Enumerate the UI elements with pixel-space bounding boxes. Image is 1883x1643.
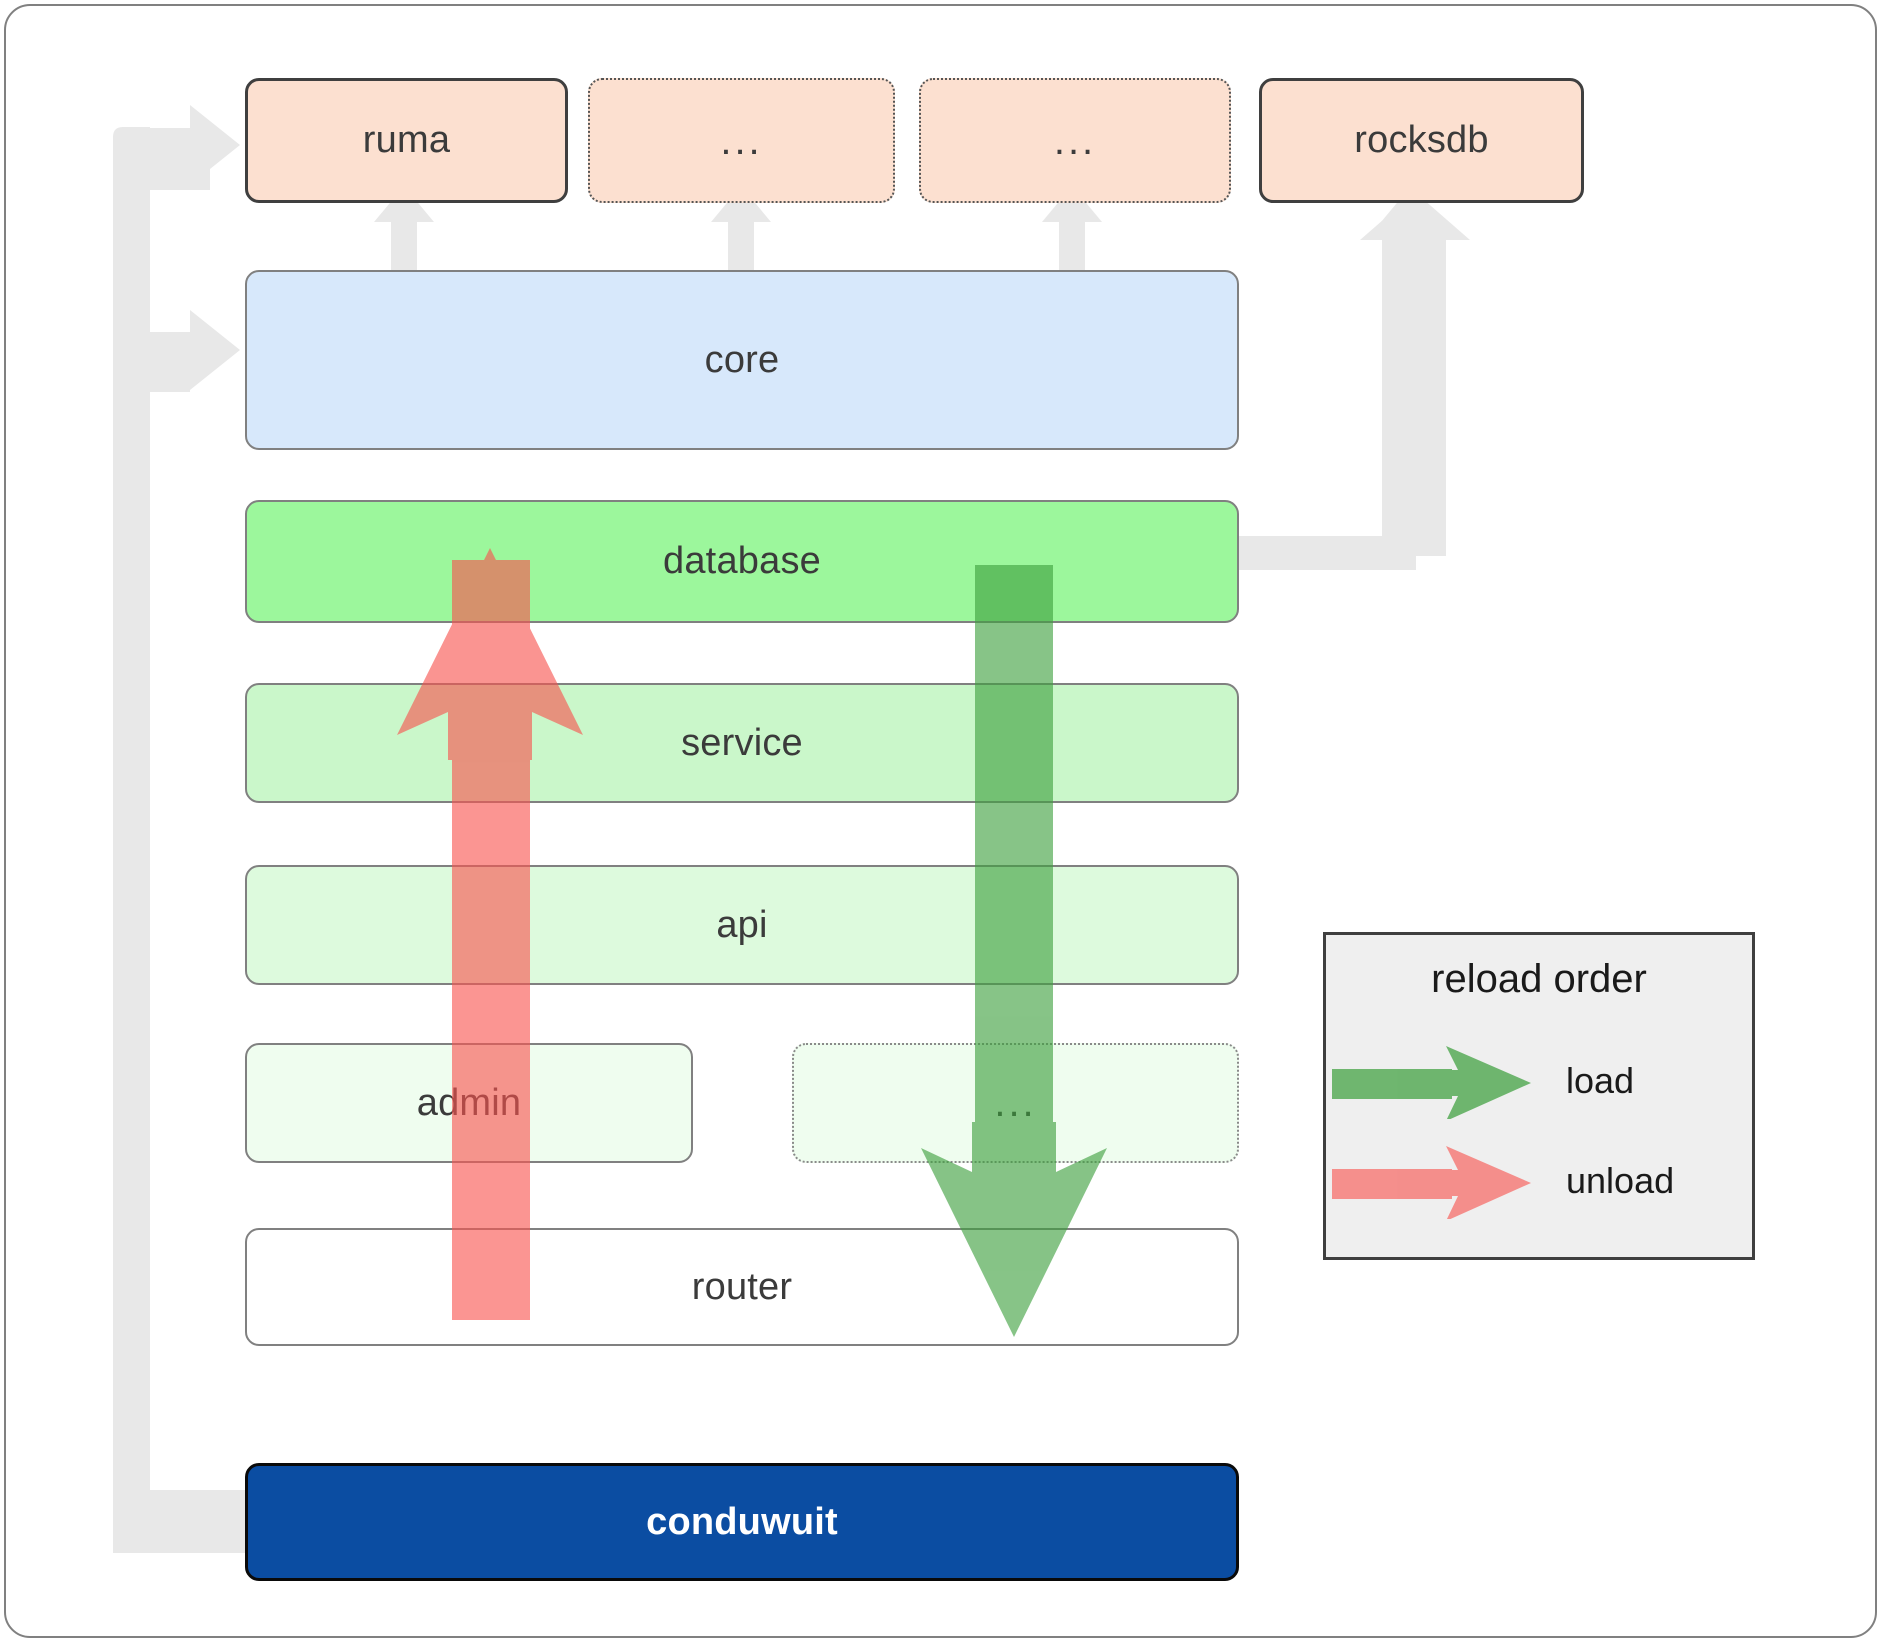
- layer-label-service: service: [681, 721, 803, 764]
- crate-label-placeholder-1: ...: [720, 118, 763, 163]
- layer-label-placeholder: ...: [994, 1081, 1037, 1125]
- legend-key-unload: [1326, 1143, 1556, 1221]
- crate-label-rocksdb: rocksdb: [1354, 119, 1489, 161]
- layer-box-placeholder[interactable]: ...: [792, 1043, 1239, 1163]
- crate-label-ruma: ruma: [362, 119, 451, 161]
- unload-arrow-icon: [1332, 1146, 1531, 1221]
- layer-label-database: database: [663, 540, 821, 582]
- layer-box-router[interactable]: router: [245, 1228, 1239, 1346]
- layer-box-database[interactable]: database: [245, 500, 1239, 623]
- legend-item-unload: unload: [1326, 1143, 1752, 1221]
- application-label-conduwuit: conduwuit: [646, 1500, 838, 1543]
- crate-box-placeholder-2[interactable]: ...: [919, 78, 1231, 203]
- layer-label-router: router: [691, 1265, 793, 1308]
- crate-box-rocksdb[interactable]: rocksdb: [1259, 78, 1584, 203]
- layer-box-admin[interactable]: admin: [245, 1043, 693, 1163]
- application-box-conduwuit[interactable]: conduwuit: [245, 1463, 1239, 1581]
- legend-panel: reload order load: [1323, 932, 1755, 1260]
- legend-title: reload order: [1431, 957, 1647, 1001]
- layer-box-service[interactable]: service: [245, 683, 1239, 803]
- legend-item-load: load: [1326, 1043, 1752, 1121]
- layer-label-api: api: [716, 903, 768, 946]
- layer-box-api[interactable]: api: [245, 865, 1239, 985]
- legend-label-load: load: [1566, 1060, 1635, 1101]
- crate-box-placeholder-1[interactable]: ...: [588, 78, 895, 203]
- crate-label-placeholder-2: ...: [1053, 118, 1097, 163]
- layer-box-core[interactable]: core: [245, 270, 1239, 450]
- legend-key-load: [1326, 1043, 1556, 1121]
- crate-box-ruma[interactable]: ruma: [245, 78, 568, 203]
- legend-label-unload: unload: [1566, 1160, 1675, 1201]
- layer-label-admin: admin: [416, 1081, 522, 1124]
- load-arrow-icon: [1332, 1046, 1531, 1121]
- layer-label-core: core: [704, 338, 780, 381]
